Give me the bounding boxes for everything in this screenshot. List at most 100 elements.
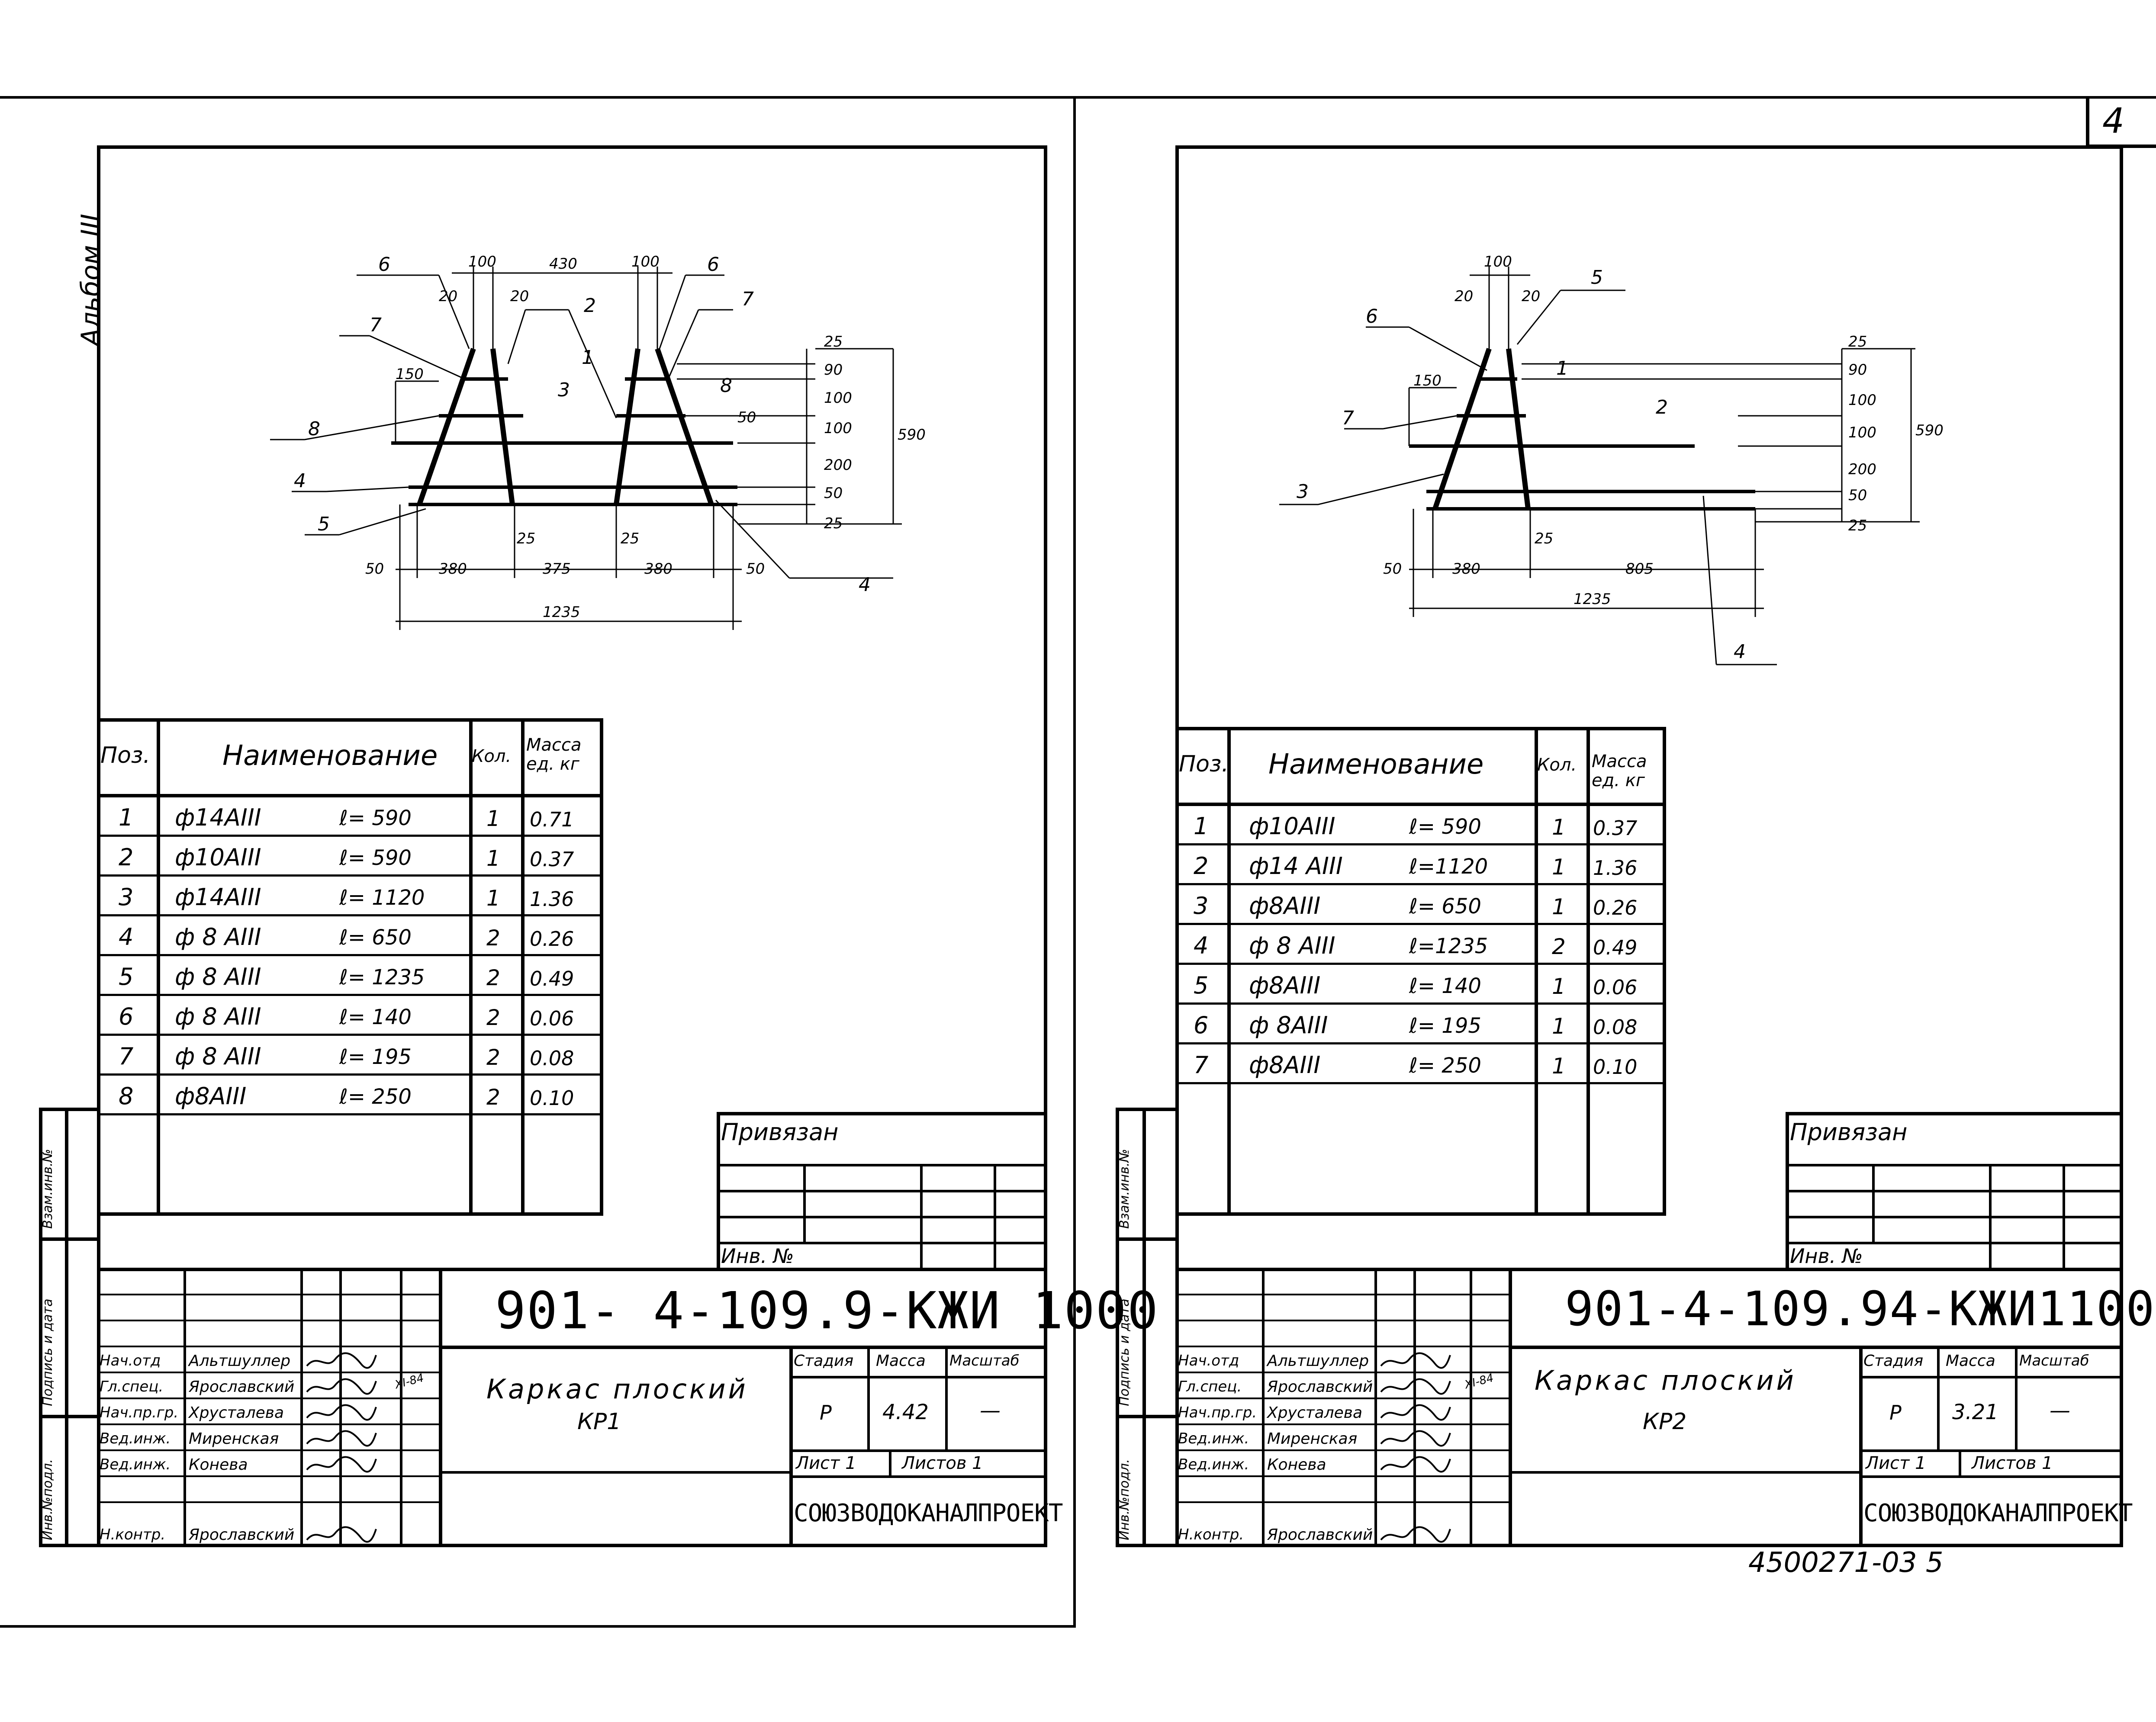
row-pos: 1 xyxy=(1194,813,1209,840)
kr1-dim: 1235 xyxy=(543,604,580,621)
signer-name: Ярославский xyxy=(1267,1526,1373,1544)
row-bar: ф 8 АIII xyxy=(175,923,261,951)
row-bar: ф10АIII xyxy=(1249,813,1335,840)
row-length: ℓ= 590 xyxy=(339,846,412,870)
row-divider xyxy=(97,914,603,916)
row-bar: ф 8АIII xyxy=(1249,1012,1328,1039)
sheet-frame xyxy=(97,145,1047,1547)
row-mass: 0.37 xyxy=(1593,816,1638,840)
kr1-dim: 200 xyxy=(824,456,852,474)
row-pos: 5 xyxy=(1194,972,1209,999)
row-bar: ф 8 АIII xyxy=(175,1043,261,1070)
row-qty: 1 xyxy=(1552,855,1566,880)
handwritten-note: 4500271-03 5 xyxy=(1748,1547,1944,1579)
title-line1: Каркас плоский xyxy=(486,1373,748,1405)
table-header-pos: Поз. xyxy=(1179,751,1229,777)
row-qty: 1 xyxy=(1552,1054,1566,1079)
row-qty: 2 xyxy=(486,1045,500,1070)
privyazan-box-kr2: Привязан Инв. № xyxy=(1786,1112,2123,1270)
row-divider xyxy=(97,874,603,877)
signature-scribble xyxy=(1379,1429,1452,1449)
scale-label: Масштаб xyxy=(949,1352,1020,1369)
side-stamp-kr2 xyxy=(1116,1108,1179,1547)
row-mass: 0.26 xyxy=(530,927,574,951)
kr2-dim: 90 xyxy=(1848,361,1867,379)
table-header-name: Наименование xyxy=(1268,749,1484,781)
row-divider xyxy=(97,1073,603,1076)
row-pos: 5 xyxy=(119,963,134,990)
row-divider xyxy=(1175,923,1666,925)
kr1-pos-label: 8 xyxy=(308,418,320,440)
mass-value: 4.42 xyxy=(882,1400,929,1424)
signer-role: Гл.спец. xyxy=(1178,1378,1242,1395)
kr2-pos-label: 3 xyxy=(1297,481,1309,503)
kr1-dim: 375 xyxy=(543,560,571,578)
signer-name: Хрусталева xyxy=(189,1404,284,1422)
kr1-dim: 25 xyxy=(824,333,843,350)
row-bar: ф8АIII xyxy=(1249,972,1321,999)
signature-scribble xyxy=(1379,1351,1452,1371)
signature-scribble xyxy=(305,1455,378,1475)
kr1-dim: 50 xyxy=(746,560,765,578)
signer-role: Гл.спец. xyxy=(100,1378,164,1395)
kr1-pos-label: 6 xyxy=(378,254,390,276)
row-bar: ф 8 АIII xyxy=(1249,932,1335,959)
title-block-kr1: 901- 4-109.9-КЖИ 1000 Каркас плоский КР1… xyxy=(97,1268,1158,1547)
table-header-mass: Масса ед. кг xyxy=(1592,752,1647,790)
signer-role: Нач.отд xyxy=(100,1352,161,1369)
row-pos: 2 xyxy=(119,844,134,871)
row-length: ℓ=1120 xyxy=(1409,855,1488,879)
kr2-dim: 25 xyxy=(1848,333,1867,350)
kr1-pos-label: 1 xyxy=(582,347,594,369)
row-mass: 0.06 xyxy=(530,1007,574,1030)
row-pos: 3 xyxy=(1194,892,1209,919)
kr2-dim: 380 xyxy=(1452,560,1480,578)
kr2-dim: 805 xyxy=(1625,560,1654,578)
scale-value: — xyxy=(2050,1398,2070,1423)
top-border-line xyxy=(0,96,2156,99)
sheets-label: Листов 1 xyxy=(902,1453,983,1473)
kr1-dim: 100 xyxy=(631,253,660,270)
kr2-dim: 25 xyxy=(1535,530,1553,547)
row-mass: 0.08 xyxy=(1593,1015,1638,1039)
kr1-dim: 380 xyxy=(439,560,467,578)
kr2-dim: 20 xyxy=(1454,288,1473,305)
kr2-pos-label: 6 xyxy=(1366,305,1378,328)
signer-role: Вед.инж. xyxy=(1178,1456,1249,1473)
row-divider xyxy=(97,994,603,996)
kr1-pos-label: 7 xyxy=(742,288,754,310)
kr1-dim: 50 xyxy=(824,485,843,502)
signer-role: Нач.отд xyxy=(1178,1352,1239,1369)
row-mass: 0.10 xyxy=(1593,1055,1638,1079)
signer-name: Миренская xyxy=(189,1430,279,1448)
table-header-qty: Кол. xyxy=(472,746,512,766)
row-mass: 0.10 xyxy=(530,1086,574,1110)
row-length: ℓ= 1235 xyxy=(339,965,425,990)
kr2-dim: 590 xyxy=(1915,422,1944,439)
row-qty: 1 xyxy=(486,886,500,911)
table-header-name: Наименование xyxy=(222,740,438,772)
signer-name: Ярославский xyxy=(189,1378,295,1396)
row-divider xyxy=(1175,883,1666,885)
kr2-dim: 1235 xyxy=(1574,591,1611,608)
kr2-dim: 150 xyxy=(1413,372,1442,389)
row-mass: 0.26 xyxy=(1593,896,1638,919)
row-mass: 1.36 xyxy=(1593,856,1638,880)
date-note: XI-84 xyxy=(1463,1371,1495,1392)
row-pos: 4 xyxy=(1194,932,1209,959)
signature-scribble xyxy=(305,1525,378,1545)
side-label-sign: Подпись и дата xyxy=(40,1298,55,1407)
side-label-inv: Инв.№подл. xyxy=(1117,1459,1132,1540)
row-bar: ф8АIII xyxy=(1249,1051,1321,1079)
row-length: ℓ= 195 xyxy=(1409,1014,1481,1038)
signer-role: Нач.пр.гр. xyxy=(100,1404,179,1421)
table-header-mass: Масса ед. кг xyxy=(526,735,582,774)
row-bar: ф14 АIII xyxy=(1249,852,1343,880)
